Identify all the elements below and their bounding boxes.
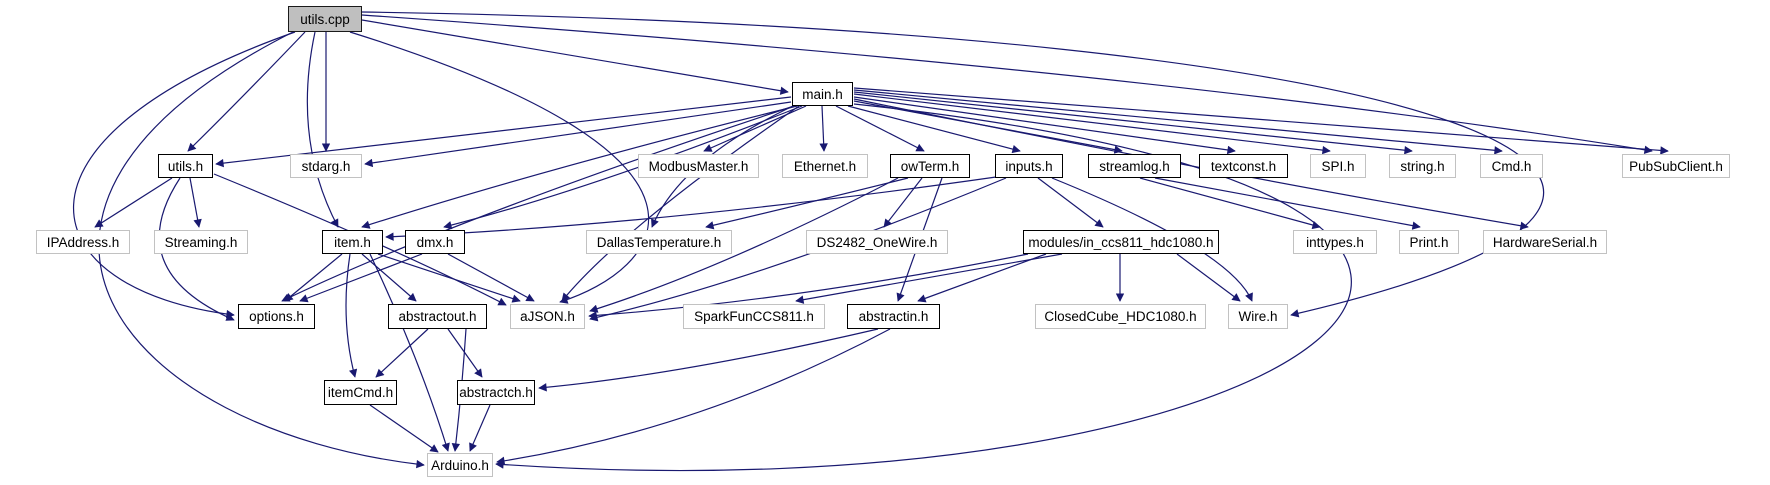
node-streaming-h: Streaming.h [154, 230, 248, 254]
edge-main-h-to-cmd-h [853, 89, 1503, 155]
node-abstractch-h[interactable]: abstractch.h [457, 380, 535, 405]
edge-main-h-to-utils-h [215, 96, 792, 168]
edge-utils-cpp-to-pubsubclient-h [361, 14, 1653, 154]
edge-main-h-to-string-h [853, 91, 1413, 155]
edge-streamlog-h-to-print-h [1154, 177, 1421, 230]
node-ds2482-onewire-h: DS2482_OneWire.h [806, 230, 948, 254]
node-ipaddress-h: IPAddress.h [36, 230, 130, 254]
node-spi-h: SPI.h [1310, 154, 1366, 178]
node-modules-in-ccs811-hdc1080-h[interactable]: modules/in_ccs811_hdc1080.h [1023, 230, 1219, 254]
node-closedcube-hdc1080-h: ClosedCube_HDC1080.h [1035, 304, 1206, 329]
node-itemcmd-h[interactable]: itemCmd.h [324, 380, 397, 405]
edge-item-h-to-arduino-h [369, 253, 450, 452]
node-modbusmaster-h: ModbusMaster.h [638, 154, 759, 178]
edge-utils-cpp-to-options-h [72, 31, 296, 319]
node-options-h[interactable]: options.h [238, 304, 315, 329]
node-stdarg-h: stdarg.h [290, 154, 362, 178]
edge-utils-cpp-to-main-h [361, 19, 789, 95]
edge-main-h-to-pubsubclient-h [853, 87, 1669, 155]
edge-owterm-h-to-ajson-h [589, 177, 899, 313]
edge-inputs-h-to-ajson-h [589, 177, 1007, 322]
node-ethernet-h: Ethernet.h [782, 154, 868, 178]
edge-utils-cpp-to-wire-h [361, 11, 1544, 318]
edge-main-h-to-spi-h [853, 93, 1331, 155]
node-textconst-h[interactable]: textconst.h [1199, 154, 1288, 178]
edge-utils-h-to-streaming-h [189, 177, 202, 228]
node-dallastemperature-h: DallasTemperature.h [586, 230, 732, 254]
node-string-h: string.h [1389, 154, 1456, 178]
edge-utils-cpp-to-arduino-h [98, 31, 425, 469]
edge-item-h-to-itemcmd-h [345, 253, 358, 378]
edge-utils-h-to-ipaddress-h [94, 177, 173, 228]
node-item-h[interactable]: item.h [322, 230, 383, 254]
node-sparkfunccs811-h: SparkFunCCS811.h [683, 304, 825, 329]
edge-main-h-to-owterm-h [835, 105, 925, 152]
node-utils-h[interactable]: utils.h [158, 154, 213, 178]
node-inttypes-h: inttypes.h [1293, 230, 1377, 254]
edge-owterm-h-to-dallastemperature-h [705, 177, 909, 230]
edge-inputs-h-to-item-h [385, 176, 997, 241]
edge-modules-in-ccs811-hdc1080-h-to-ajson-h [588, 253, 1029, 320]
edge-main-h-to-textconst-h [853, 96, 1236, 155]
edge-main-h-to-inputs-h [847, 105, 1021, 154]
node-main-h[interactable]: main.h [792, 82, 853, 106]
edge-main-h-to-ethernet-h [819, 105, 828, 152]
node-dmx-h[interactable]: dmx.h [405, 230, 465, 254]
edge-abstractch-h-to-arduino-h [469, 404, 491, 452]
node-inputs-h[interactable]: inputs.h [995, 154, 1063, 178]
edge-main-h-to-item-h [361, 105, 798, 229]
node-streamlog-h[interactable]: streamlog.h [1088, 154, 1181, 178]
edge-owterm-h-to-ds2482-onewire-h [883, 177, 923, 228]
edge-dmx-h-to-options-h [299, 253, 423, 303]
edge-main-h-to-options-h [281, 105, 795, 302]
edge-utils-cpp-to-item-h [306, 31, 339, 228]
node-utils-cpp: utils.cpp [288, 6, 362, 32]
edge-modules-in-ccs811-hdc1080-h-to-wire-h [1176, 253, 1241, 302]
edge-utils-cpp-to-ajson-h [349, 31, 650, 304]
edge-utils-h-to-options-h [158, 177, 235, 321]
node-wire-h: Wire.h [1228, 304, 1288, 329]
edge-item-h-to-options-h [284, 253, 343, 302]
node-cmd-h: Cmd.h [1480, 154, 1543, 178]
edge-utils-cpp-to-utils-h [187, 31, 306, 152]
edge-abstractin-h-to-abstractch-h [538, 328, 879, 392]
edge-modules-in-ccs811-hdc1080-h-to-sparkfunccs811-h [795, 253, 1063, 304]
edge-abstractin-h-to-arduino-h [496, 328, 891, 465]
edge-main-h-to-stdarg-h [364, 101, 792, 168]
node-arduino-h: Arduino.h [427, 453, 493, 477]
edge-abstractout-h-to-abstractch-h [447, 328, 483, 378]
node-pubsubclient-h: PubSubClient.h [1622, 154, 1730, 178]
edge-main-h-to-ajson-h [561, 105, 800, 302]
edge-abstractout-h-to-itemcmd-h [375, 328, 429, 378]
edge-inputs-h-to-modules-in-ccs811-hdc1080-h [1037, 177, 1104, 228]
node-hardwareserial-h: HardwareSerial.h [1483, 230, 1607, 254]
edge-modules-in-ccs811-hdc1080-h-to-abstractin-h [917, 253, 1047, 303]
edge-item-h-to-abstractout-h [361, 253, 417, 302]
edge-item-h-to-ajson-h [377, 253, 521, 303]
node-owterm-h[interactable]: owTerm.h [890, 154, 970, 178]
node-ajson-h: aJSON.h [510, 304, 585, 329]
node-abstractin-h[interactable]: abstractin.h [847, 304, 940, 329]
edge-dmx-h-to-ajson-h [447, 253, 535, 302]
edge-itemcmd-h-to-arduino-h [369, 404, 439, 453]
edge-main-h-to-dmx-h [443, 105, 803, 230]
node-print-h: Print.h [1399, 230, 1459, 254]
node-abstractout-h[interactable]: abstractout.h [388, 304, 487, 329]
edge-streamlog-h-to-inttypes-h [1139, 177, 1321, 230]
